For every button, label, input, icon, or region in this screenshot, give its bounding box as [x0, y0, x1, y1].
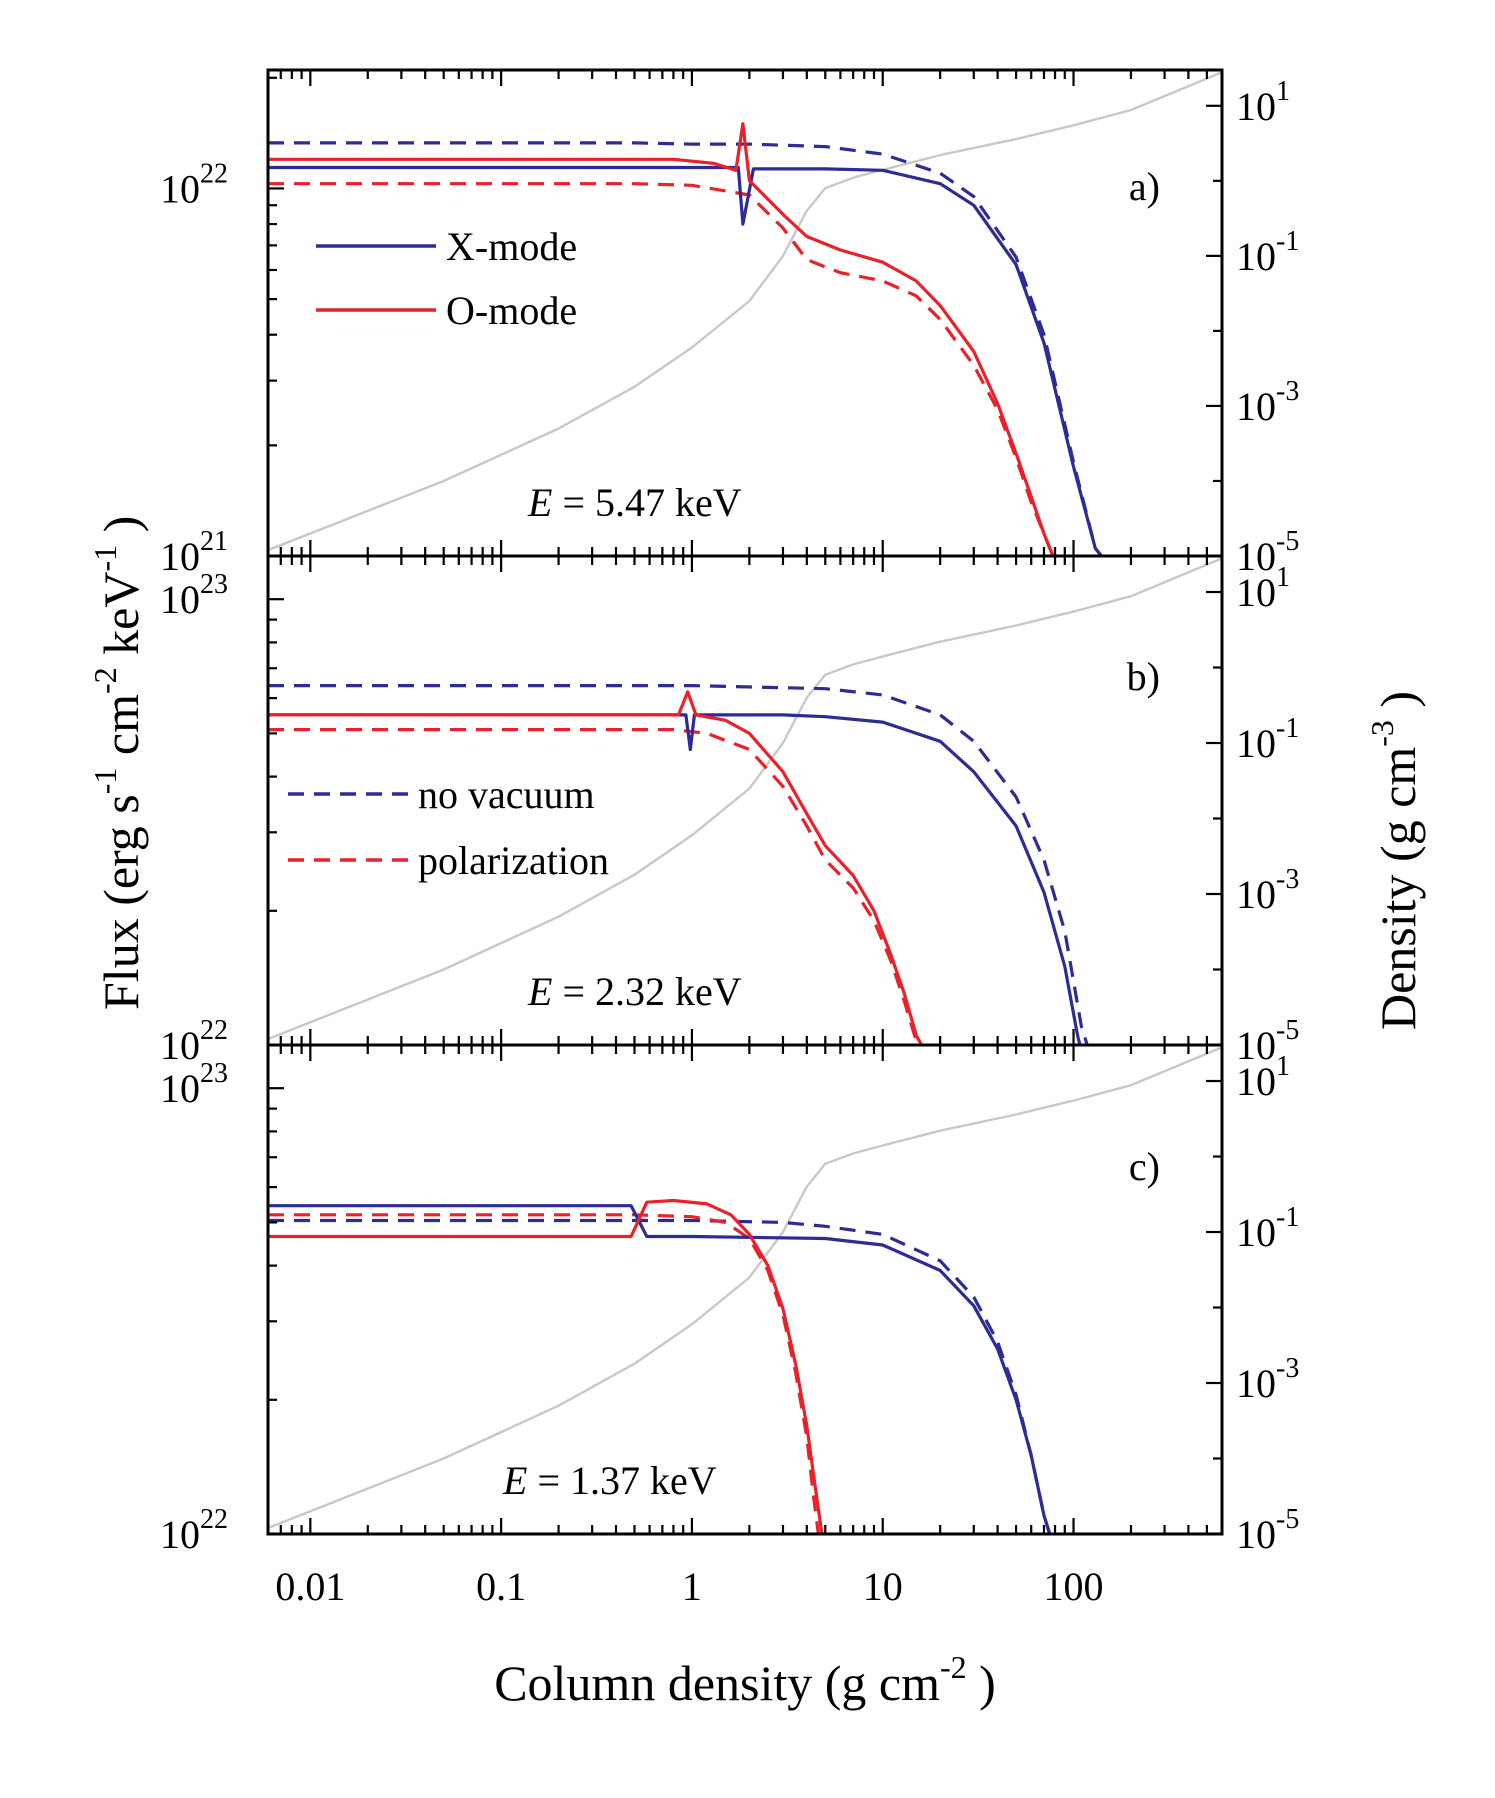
- right-y-tick-label: 10-1: [1236, 226, 1299, 279]
- plot-frame: [266, 1043, 1224, 1536]
- series-line-x-vp: [268, 165, 1103, 556]
- energy-label: E = 2.32 keV: [527, 969, 742, 1014]
- left-y-tick-label: 1022: [160, 1015, 228, 1068]
- right-y-tick-label: 101: [1236, 562, 1290, 615]
- right-y-tick-label: 10-5: [1236, 1504, 1299, 1557]
- panel-b: 1022 1023 10-5 10-3 10-1 101 b) E = 2.32 keV: [160, 554, 1299, 1068]
- left-y-tick-label: 1023: [160, 569, 228, 622]
- plot-frame: [266, 554, 1224, 1047]
- left-y-axis-title: Flux (erg s-1 cm-2 keV-1 ): [87, 516, 149, 1010]
- energy-label: E = 5.47 keV: [527, 480, 742, 525]
- series-line-x-nv: [268, 684, 1089, 1045]
- x-axis-title: Column density (g cm-2 ): [494, 1649, 996, 1711]
- panel-a: 1021 1022 10-5 10-3 10-1 101 a) E = 5.47 keV: [160, 68, 1299, 579]
- right-y-tick-label: 10-1: [1236, 713, 1299, 766]
- right-y-axis-title: Density (g cm-3 ): [1364, 691, 1426, 1030]
- series-line-x-vp: [268, 1204, 1052, 1534]
- legend: X-mode O-mode no vacuum polarization: [288, 224, 609, 883]
- panel-c: 1022 1023 10-5 10-3 10-1 101 c) E = 1.37 keV: [160, 1043, 1299, 1557]
- x-tick-label: 10: [863, 1564, 903, 1609]
- right-y-tick-label: 10-5: [1236, 526, 1299, 579]
- series-line-o-vp: [268, 690, 924, 1045]
- right-y-tick-label: 10-3: [1236, 1353, 1299, 1406]
- legend-label-no-vacuum: no vacuum: [418, 772, 595, 817]
- legend-label-o-mode: O-mode: [446, 288, 577, 333]
- left-y-tick-label: 1022: [160, 158, 228, 211]
- series-group: [268, 557, 1222, 1045]
- right-y-tick-label: 10-3: [1236, 376, 1299, 429]
- x-tick-label: 0.1: [476, 1564, 526, 1609]
- series-line-density: [268, 557, 1222, 1041]
- panel-label: a): [1129, 164, 1160, 209]
- left-y-tick-label: 1021: [160, 526, 228, 579]
- series-line-o-vp: [268, 122, 1055, 556]
- series-line-o-nv: [268, 728, 921, 1045]
- series-line-density: [268, 71, 1222, 552]
- legend-label-polarization: polarization: [418, 838, 609, 883]
- panel-label: b): [1127, 654, 1160, 699]
- right-y-tick-label: 10-1: [1236, 1202, 1299, 1255]
- series-line-x-nv: [268, 1218, 1052, 1534]
- legend-label-x-mode: X-mode: [446, 224, 577, 269]
- right-y-tick-label: 10-5: [1236, 1015, 1299, 1068]
- left-y-tick-label: 1022: [160, 1504, 228, 1557]
- right-y-tick-label: 101: [1236, 76, 1290, 129]
- x-tick-label: 1: [682, 1564, 702, 1609]
- x-tick-label: 0.01: [275, 1564, 345, 1609]
- series-line-x-vp: [268, 713, 1082, 1045]
- left-y-tick-label: 1023: [160, 1058, 228, 1111]
- panel-label: c): [1129, 1144, 1160, 1189]
- right-y-tick-label: 101: [1236, 1051, 1290, 1104]
- series-line-density: [268, 1046, 1222, 1530]
- energy-label: E = 1.37 keV: [502, 1458, 717, 1503]
- series-line-o-nv: [268, 1213, 820, 1534]
- x-tick-label: 100: [1044, 1564, 1104, 1609]
- series-line-o-nv: [268, 182, 1055, 556]
- right-y-tick-label: 10-3: [1236, 864, 1299, 917]
- series-group: [268, 71, 1222, 556]
- series-line-o-vp: [268, 1198, 824, 1534]
- series-group: [268, 1046, 1222, 1534]
